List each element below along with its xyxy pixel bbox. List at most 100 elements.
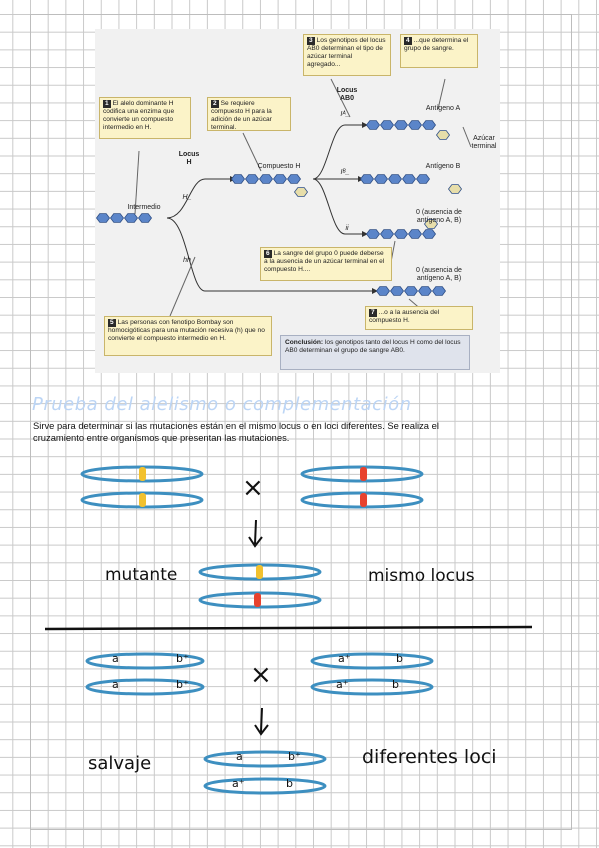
note-4: 4...que determina el grupo de sangre. [400,34,478,68]
compuesto-h-hexagon [258,174,273,184]
note-5-text: Las personas con fenotipo Bombay son hom… [108,319,265,342]
note-3-number: 3 [307,37,315,45]
antigen-b-hexagon [416,174,430,184]
note-7-number: 7 [369,309,377,317]
intermedio-unconverted-hexagon [404,286,418,296]
hh-label: hh [183,257,191,264]
antigeno-a-label: Antígeno A [425,105,461,112]
o-absence-label-2: 0 (ausencia de antígeno A, B) [416,267,462,282]
intermedio-unconverted-hexagon [376,286,390,296]
note-4-pointer [437,78,446,110]
chromosome-q1-bottom [85,678,205,696]
ii-branch [312,178,368,237]
note-1-text: El alelo dominante H codifica una enzima… [103,100,175,131]
note-3-text: Los genotipos del locus AB0 determinan e… [307,37,386,68]
cross1-result-left: mutante [105,565,178,585]
antigen-b-hexagon [388,174,402,184]
note-7-text: ...o a la ausencia del compuesto H. [369,309,440,324]
cross1-arrow-line [248,519,263,548]
antigen-a-hexagon [422,120,436,130]
o-compound-hexagon [394,229,408,239]
allele-label: b⁺ [176,678,189,691]
ia-branch [312,122,368,180]
allele-label: b [392,678,399,691]
compuesto-h-label: Compuesto H [257,163,301,170]
mutation-yellow-mark [139,493,146,507]
cross2-arrow-line [254,707,269,736]
intermedio-hexagon [123,213,138,223]
locus-h-label: Locus H [178,151,200,166]
mutation-red-mark [360,493,367,507]
chromosome-g1-bottom [203,777,327,795]
conclusion-label: Conclusión: [285,339,324,346]
allele-label: b [286,777,293,790]
note-3-pointer [330,78,351,118]
note-7: 7...o a la ausencia del compuesto H. [365,306,473,330]
intermedio-unconverted-hexagon [390,286,404,296]
note-2-text: Se requiere compuesto H para la adición … [211,100,272,131]
antigen-b-hexagon [360,174,374,184]
section-heading: Prueba del alelismo o complementación [32,394,412,415]
pathway-diagram [96,78,472,317]
azucar-pointer [462,126,472,148]
ii-label: ii [345,225,349,232]
molecule-chains [96,120,462,296]
note-5-pointer [169,256,196,317]
cross1-symbol: × [242,473,264,503]
intermedio-label: Intermedio [127,204,161,211]
intermedio-hexagon [110,213,124,223]
mutation-yellow-mark [256,565,263,579]
h-dominant-label: H_ [182,194,192,201]
allele-label: a [112,678,119,691]
o-absence-label-1: 0 (ausencia de antígeno A, B) [416,209,462,224]
allele-label: a [236,750,243,763]
allele-label: b⁺ [288,750,301,763]
cross2-result-left: salvaje [88,753,152,774]
compuesto-h-hexagon [286,174,301,184]
antigen-a-hexagon [394,120,408,130]
intermedio-hexagon [96,213,110,223]
mutation-red-mark [360,467,367,481]
mutation-red-mark [254,593,261,607]
sugar-a-hexagon [436,130,450,140]
antigen-a-hexagon [380,120,394,130]
cross2-symbol: × [250,660,272,690]
compuesto-h-hexagon [244,174,259,184]
antigeno-b-label: Antígeno B [425,163,461,170]
chromosome-g1-top [203,750,327,768]
conclusion-box: Conclusión: los genotipos tanto del locu… [280,335,470,370]
intermedio-unconverted-hexagon [418,286,432,296]
free-sugar-hexagon [424,219,438,229]
chromosome-p2-bottom [300,491,424,509]
note-2-number: 2 [211,100,219,108]
note-1-number: 1 [103,100,111,108]
antigen-b-hexagon [374,174,388,184]
chromosome-p2-top [300,465,424,483]
allele-label: a⁺ [338,652,351,665]
section-divider [44,625,533,631]
intermedio-hexagon [137,213,152,223]
graph-paper-frame [30,14,572,830]
allele-label: a⁺ [336,678,349,691]
locus-ab0-label: Locus AB0 [336,87,358,102]
cross1-result-right: mismo locus [368,566,475,586]
o-compound-hexagon [380,229,394,239]
note-2-pointer [242,132,262,172]
allele-label: b [396,652,403,665]
note-4-number: 4 [404,37,412,45]
chromosome-q2-top [310,652,434,670]
note-6-text: La sangre del grupo 0 puede deberse a la… [264,250,385,273]
compuesto-h-hexagon [272,174,287,184]
sugar-b-hexagon [448,184,462,194]
cross2-result-right: diferentes loci [362,746,497,768]
o-compound-hexagon [366,229,380,239]
note-4-text: ...que determina el grupo de sangre. [404,37,469,52]
compuesto-h-hexagon [230,174,245,184]
